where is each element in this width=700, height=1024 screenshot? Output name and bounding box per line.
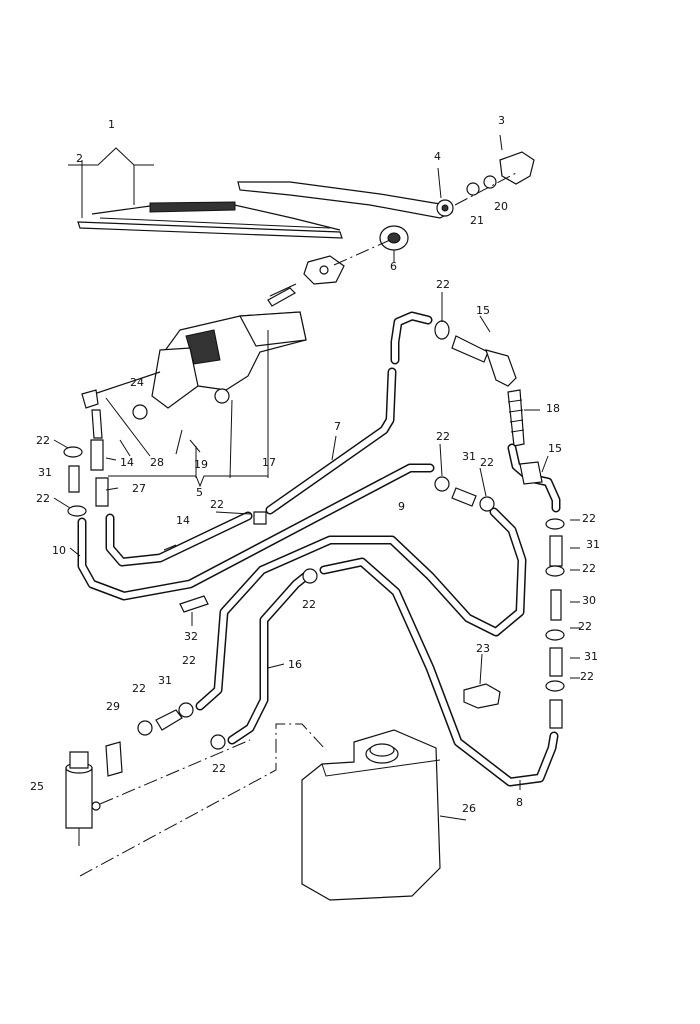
hose-7 — [253, 311, 433, 525]
hose-10 — [77, 463, 435, 601]
label-22-h: 22 — [582, 562, 596, 575]
label-21: 21 — [470, 214, 484, 227]
label-22-d: 22 — [36, 434, 50, 447]
label-22-b: 22 — [436, 430, 450, 443]
label-22-n: 22 — [212, 762, 226, 775]
washer-pump — [65, 723, 327, 877]
washer-reservoir — [301, 729, 467, 901]
label-32: 32 — [184, 630, 198, 643]
label-22-k: 22 — [302, 598, 316, 611]
label-22-c: 22 — [480, 456, 494, 469]
label-9: 9 — [398, 500, 405, 513]
clips — [179, 595, 501, 709]
label-10: 10 — [52, 544, 66, 557]
label-6: 6 — [390, 260, 397, 273]
label-22-g: 22 — [582, 512, 596, 525]
label-31-a: 31 — [462, 450, 476, 463]
label-31-e: 31 — [158, 674, 172, 687]
hose-8 — [319, 557, 559, 787]
label-19: 19 — [194, 458, 208, 471]
label-30: 30 — [582, 594, 596, 607]
label-8: 8 — [516, 796, 523, 809]
label-22-f: 22 — [210, 498, 224, 511]
wiper-motor — [108, 283, 307, 488]
label-24: 24 — [130, 376, 144, 389]
label-16: 16 — [288, 658, 302, 671]
label-28: 28 — [150, 456, 164, 469]
wiper-arm — [237, 167, 454, 219]
label-27: 27 — [132, 482, 146, 495]
label-26: 26 — [462, 802, 476, 815]
label-20: 20 — [494, 200, 508, 213]
label-31-c: 31 — [586, 538, 600, 551]
label-29: 29 — [106, 700, 120, 713]
label-22-j: 22 — [580, 670, 594, 683]
label-14-a: 14 — [120, 456, 134, 469]
label-15-b: 15 — [548, 442, 562, 455]
arm-cap-group — [454, 134, 535, 206]
label-31-b: 31 — [38, 466, 52, 479]
label-23: 23 — [476, 642, 490, 655]
label-22-i: 22 — [578, 620, 592, 633]
label-22-a: 22 — [436, 278, 450, 291]
hose-16 — [227, 571, 311, 745]
label-25: 25 — [30, 780, 44, 793]
bottom-left-connectors — [105, 568, 318, 777]
wiper-blade — [68, 147, 343, 239]
label-5: 5 — [196, 486, 203, 499]
label-22-l: 22 — [182, 654, 196, 667]
label-17: 17 — [262, 456, 276, 469]
mid-connectors — [434, 320, 561, 513]
label-31-d: 31 — [584, 650, 598, 663]
part-number-labels: 1 2 3 4 20 21 6 22 15 18 24 7 22 31 22 1… — [30, 114, 600, 815]
hose-9 — [195, 507, 527, 711]
label-4: 4 — [434, 150, 441, 163]
leader-lines — [53, 292, 580, 790]
right-column-connectors — [545, 518, 565, 729]
label-15-a: 15 — [476, 304, 490, 317]
label-3: 3 — [498, 114, 505, 127]
label-14-b: 14 — [176, 514, 190, 527]
label-7: 7 — [334, 420, 341, 433]
left-connectors — [63, 371, 161, 517]
label-18: 18 — [546, 402, 560, 415]
hose-14 — [105, 511, 253, 567]
label-2: 2 — [76, 152, 83, 165]
label-22-e: 22 — [36, 492, 50, 505]
label-22-m: 22 — [132, 682, 146, 695]
label-1: 1 — [108, 118, 115, 131]
grommet — [303, 225, 409, 285]
